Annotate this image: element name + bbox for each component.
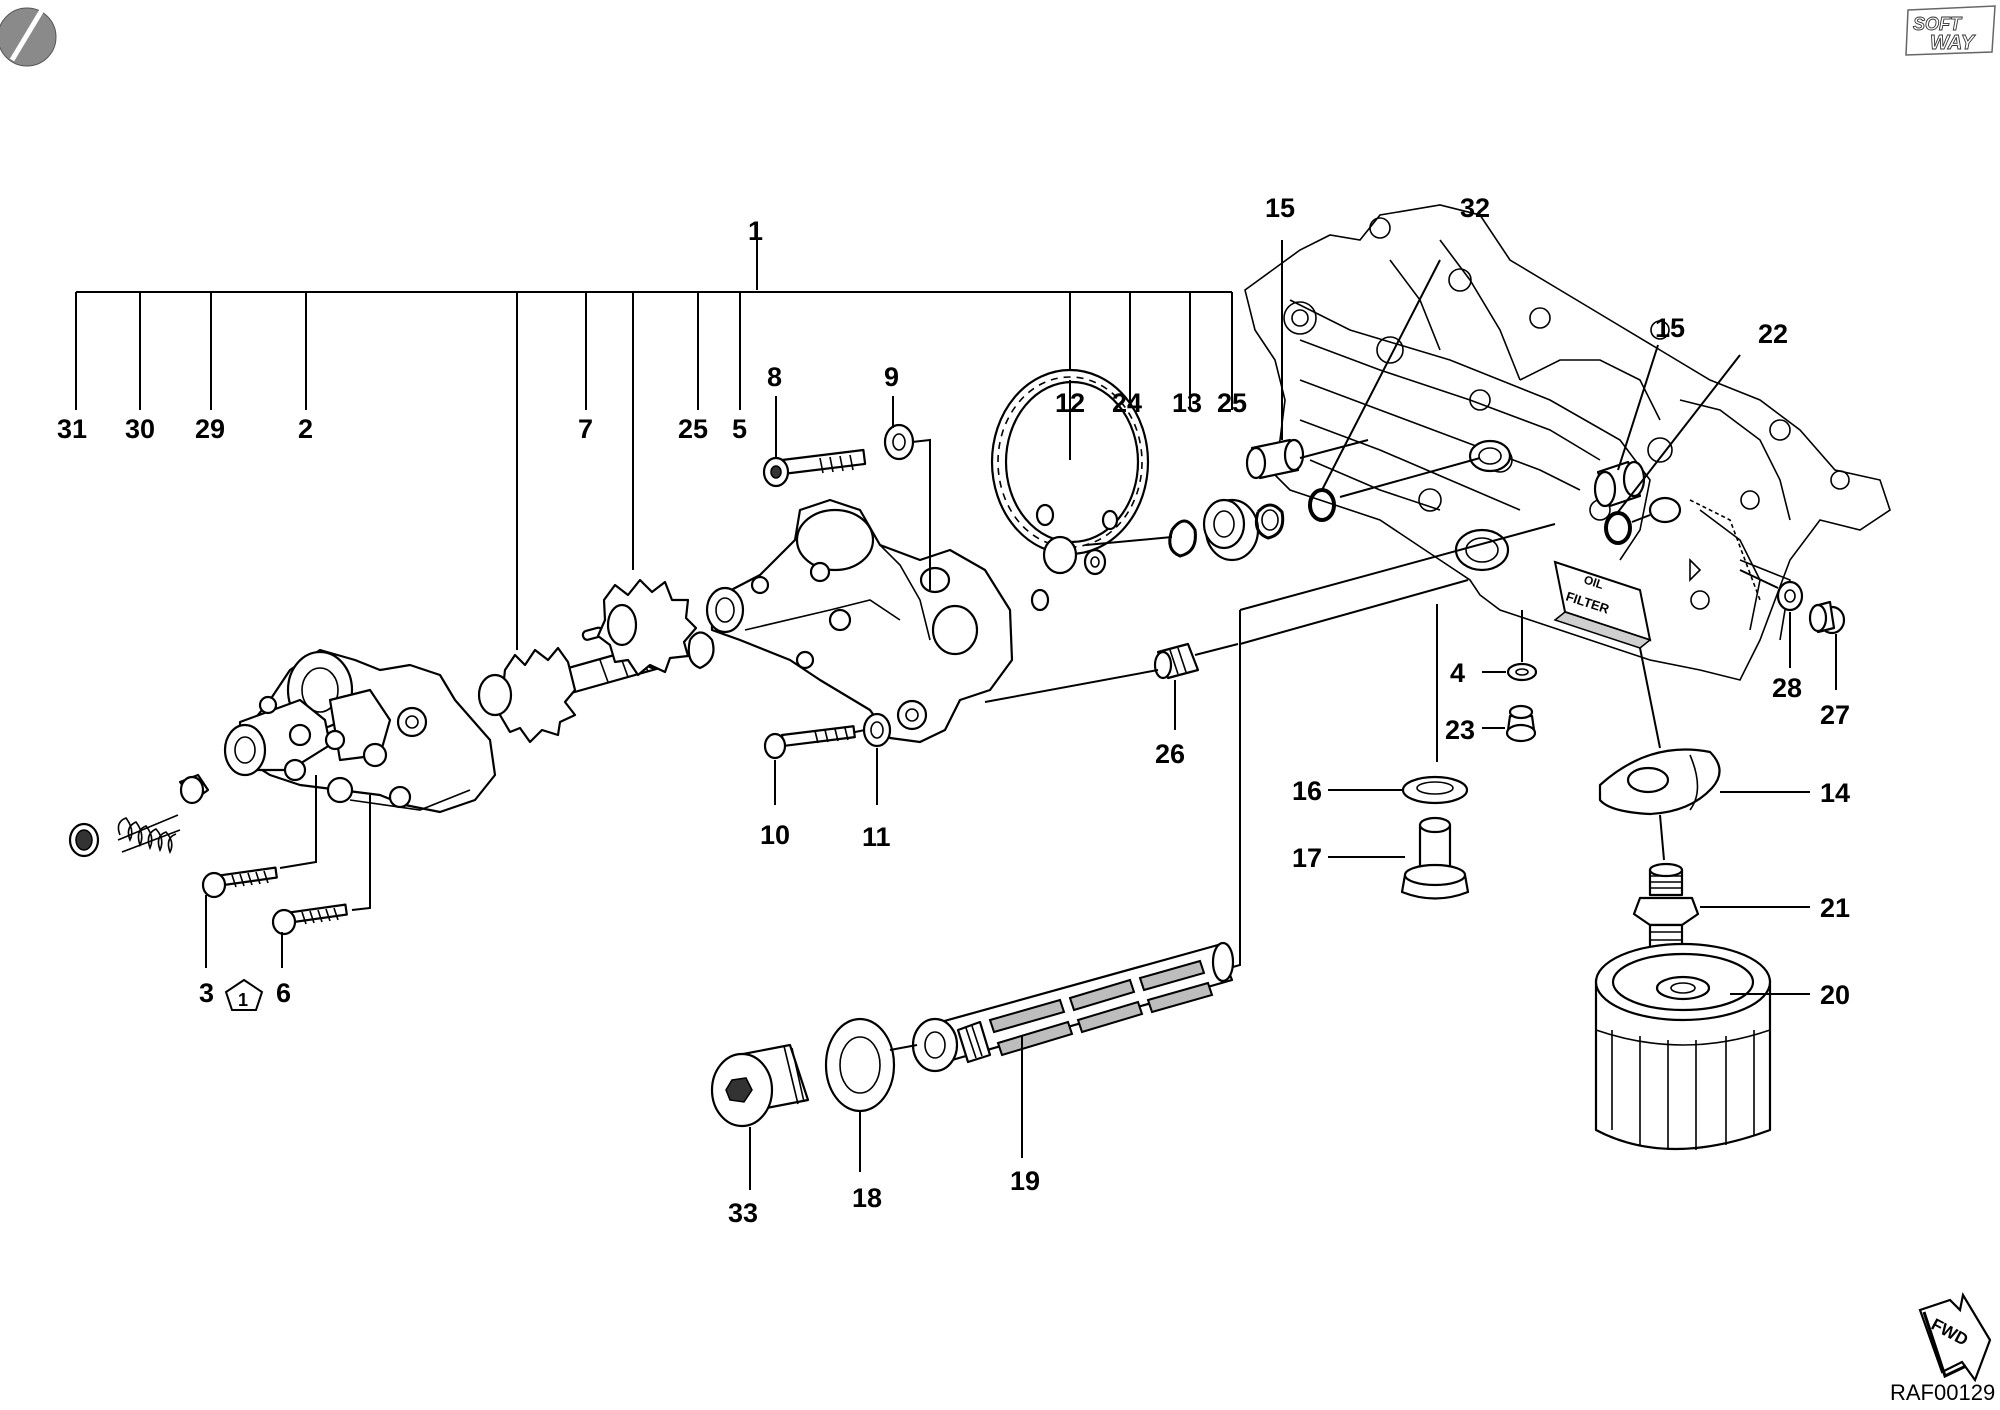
o-ring-32 (1308, 488, 1336, 522)
washer-16 (1401, 775, 1469, 805)
callout-6: 6 (276, 978, 291, 1008)
relief-valve-cap (68, 822, 100, 858)
oil-strainer-19 (911, 941, 1235, 1073)
pump-outer-gear (596, 578, 698, 677)
softway-logo: SOFT WAY (1905, 5, 1996, 56)
pump-screw-3 (201, 866, 278, 899)
washer-4 (1506, 662, 1538, 682)
svg-text:WAY: WAY (1930, 32, 1976, 54)
callout-21: 21 (1820, 893, 1850, 923)
o-ring-22 (1604, 511, 1632, 545)
intermediate-gear-12 (990, 368, 1150, 612)
dowel-26 (1153, 642, 1200, 680)
callout-1: 1 (748, 216, 763, 246)
callout-23: 23 (1445, 715, 1475, 745)
callout-24: 24 (1112, 388, 1142, 418)
svg-text:SOFT: SOFT (1913, 14, 1963, 34)
pentagon-note-number: 1 (238, 990, 248, 1010)
oil-pump-body (705, 498, 1014, 744)
relief-valve-piston (178, 773, 210, 805)
filter-nipple-21 (1632, 862, 1700, 950)
callout-30: 30 (125, 414, 155, 444)
washer-28 (1776, 580, 1804, 612)
callout-18: 18 (852, 1183, 882, 1213)
callout-5: 5 (732, 414, 747, 444)
callout-12: 12 (1055, 388, 1085, 418)
callout-27: 27 (1820, 700, 1850, 730)
strainer-plug-33 (710, 1043, 810, 1128)
dowel-15-right (1593, 460, 1646, 508)
assembly-bracket-1 (75, 232, 1233, 650)
catalog-badge-icon (0, 7, 57, 67)
callout-17: 17 (1292, 843, 1322, 873)
snap-ring-25-right (1254, 503, 1285, 540)
callout-9: 9 (884, 362, 899, 392)
crankcase-oil-label: OIL (1582, 573, 1605, 592)
relief-valve-spring (117, 814, 181, 855)
callout-10: 10 (760, 820, 790, 850)
dowel-15-left (1245, 438, 1305, 480)
pump-screw-10 (763, 725, 856, 760)
callout-7: 7 (578, 414, 593, 444)
pump-screw-6 (271, 903, 348, 936)
drawing-code: RAF00129 (1890, 1380, 1995, 1405)
callout-22: 22 (1758, 319, 1788, 349)
callout-2: 2 (298, 414, 313, 444)
callout-33: 33 (728, 1198, 758, 1228)
callout-20: 20 (1820, 980, 1850, 1010)
snap-ring-25-left (687, 631, 715, 670)
pump-screw-8 (762, 448, 867, 488)
forward-arrow-icon: FWD (1918, 1291, 1992, 1383)
callout-15-right: 15 (1655, 313, 1685, 343)
callout-16: 16 (1292, 776, 1322, 806)
bearing-13 (1202, 498, 1260, 562)
callout-26: 26 (1155, 739, 1185, 769)
callout-4: 4 (1450, 658, 1465, 688)
washer-18 (824, 1017, 896, 1113)
callout-11: 11 (862, 822, 891, 852)
circlip-24 (1168, 519, 1197, 558)
callout-3: 3 (199, 978, 214, 1008)
callout-29: 29 (195, 414, 225, 444)
pentagon-note-icon: 1 (224, 978, 264, 1011)
callout-32: 32 (1460, 193, 1490, 223)
callout-14: 14 (1820, 778, 1850, 808)
plug-23 (1505, 704, 1537, 743)
oil-pump-cover (223, 648, 497, 814)
pump-inner-gear (477, 646, 577, 744)
plug-27 (1808, 600, 1846, 635)
callout-8: 8 (767, 362, 782, 392)
washer-9 (883, 423, 915, 461)
callout-31: 31 (57, 414, 87, 444)
washer-11 (862, 712, 892, 748)
callout-28: 28 (1772, 673, 1802, 703)
shield-plate-14 (1598, 748, 1721, 816)
callout-15-left: 15 (1265, 193, 1295, 223)
callout-25-right: 25 (1217, 388, 1247, 418)
drain-plug-17 (1400, 816, 1470, 900)
callout-25-left: 25 (678, 414, 708, 444)
oil-filter-20 (1594, 942, 1772, 1151)
callout-13: 13 (1172, 388, 1202, 418)
callout-19: 19 (1010, 1166, 1040, 1196)
